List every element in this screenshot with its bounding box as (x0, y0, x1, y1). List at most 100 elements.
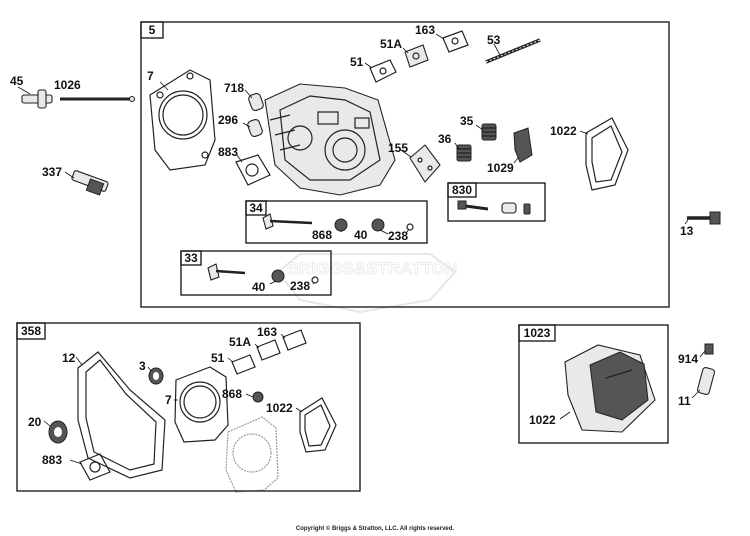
label-163-set: 163 (257, 325, 277, 339)
part-296-dowel (247, 119, 263, 137)
box-33-tag (180, 250, 202, 266)
cylinder-head (264, 83, 396, 196)
cover-1023-frame (518, 324, 669, 444)
label-914: 914 (678, 352, 698, 366)
label-238: 238 (388, 229, 408, 243)
label-7-set: 7 (165, 393, 172, 407)
part-51-set (231, 354, 256, 375)
part-3-seal (148, 367, 164, 385)
box-358-tag (16, 322, 46, 340)
part-1022-set (299, 397, 337, 453)
label-45: 45 (10, 74, 24, 88)
label-12: 12 (62, 351, 76, 365)
label-51A-set: 51A (229, 335, 251, 349)
part-830-sleeve (501, 202, 517, 214)
valve-kit-33-frame (180, 250, 332, 296)
label-20: 20 (28, 415, 42, 429)
box-1023-label: 1023 (524, 326, 551, 340)
label-296: 296 (218, 113, 238, 127)
label-1026: 1026 (54, 78, 81, 92)
box-33-label: 33 (184, 251, 198, 265)
label-883: 883 (218, 145, 238, 159)
part-883-set (79, 453, 111, 481)
label-868-set: 868 (222, 387, 242, 401)
box-830-label: 830 (452, 183, 472, 197)
part-868-set (252, 391, 264, 403)
part-337-spark-plug (71, 170, 109, 196)
part-head-gasket-ghost (225, 416, 279, 493)
label-7: 7 (147, 69, 154, 83)
label-1029: 1029 (487, 161, 514, 175)
main-assembly-frame (140, 21, 670, 308)
gasket-set-358-frame (16, 322, 361, 492)
label-53: 53 (487, 33, 501, 47)
main-box-label: 5 (149, 23, 156, 37)
part-830-bolt (457, 200, 489, 211)
label-163: 163 (415, 23, 435, 37)
box-830-tag (447, 182, 477, 198)
part-1029-rocker-arm (513, 127, 533, 163)
part-35-spring (481, 123, 497, 141)
part-12-crankcase-gasket (77, 351, 166, 479)
part-labels: 45 1026 7 718 296 883 51 51A 163 53 35 3… (10, 23, 698, 467)
box-358-label: 358 (21, 324, 41, 338)
part-34-238-keeper (406, 223, 414, 231)
part-11-sleeve (696, 367, 716, 395)
label-238-box33: 238 (290, 279, 310, 293)
label-1022: 1022 (550, 124, 577, 138)
label-40: 40 (354, 228, 368, 242)
part-33-238-keeper (311, 276, 319, 284)
part-51A-spacer (404, 44, 429, 68)
label-718: 718 (224, 81, 244, 95)
label-868: 868 (312, 228, 332, 242)
label-11: 11 (678, 394, 691, 408)
label-883-set: 883 (42, 453, 62, 467)
part-155-plate (409, 144, 441, 183)
part-33-40-retainer (271, 269, 285, 283)
label-155: 155 (388, 141, 408, 155)
box-34-tag (245, 200, 267, 216)
part-13-bolt (687, 211, 721, 225)
label-51A: 51A (380, 37, 402, 51)
kit-830-frame (447, 182, 546, 222)
label-51: 51 (350, 55, 364, 69)
part-883-gasket (235, 154, 271, 186)
part-51-gasket (369, 59, 397, 83)
label-1022-cover: 1022 (529, 413, 556, 427)
box-34-label: 34 (249, 201, 263, 215)
part-7-head-gasket-set (174, 366, 229, 443)
watermark-text: BRIGGS&STRATTON (287, 259, 457, 278)
box-1023-tag (518, 324, 556, 342)
part-20-seal (48, 420, 68, 444)
part-34-valve (262, 213, 313, 230)
part-7-head-gasket (149, 69, 216, 171)
part-33-valve (207, 263, 246, 281)
part-45-tube (21, 89, 53, 109)
label-36: 36 (438, 132, 452, 146)
label-13: 13 (680, 224, 694, 238)
part-36-spring (456, 144, 472, 162)
valve-kit-34-frame (245, 200, 428, 244)
label-35: 35 (460, 114, 474, 128)
valve-cover (564, 344, 656, 433)
part-1026-push-rod (60, 95, 136, 103)
part-163-set (282, 329, 307, 351)
part-718-dowel (248, 93, 264, 111)
leader-lines (17, 33, 706, 465)
label-51-set: 51 (211, 351, 225, 365)
part-1022-cover-gasket (585, 117, 629, 191)
part-163-gasket (442, 30, 469, 53)
label-337: 337 (42, 165, 62, 179)
label-3: 3 (139, 359, 146, 373)
main-box-tag (140, 21, 164, 39)
label-40-box33: 40 (252, 280, 266, 294)
part-914-bolt (704, 343, 714, 355)
copyright-notice: Copyright © Briggs & Stratton, LLC. All … (295, 526, 455, 532)
label-1022-set: 1022 (266, 401, 293, 415)
part-830-nut (523, 203, 531, 215)
part-53-stud (485, 38, 541, 64)
part-51A-set (256, 339, 281, 361)
part-34-868-seal (334, 218, 348, 232)
part-34-40-retainer (371, 218, 385, 232)
